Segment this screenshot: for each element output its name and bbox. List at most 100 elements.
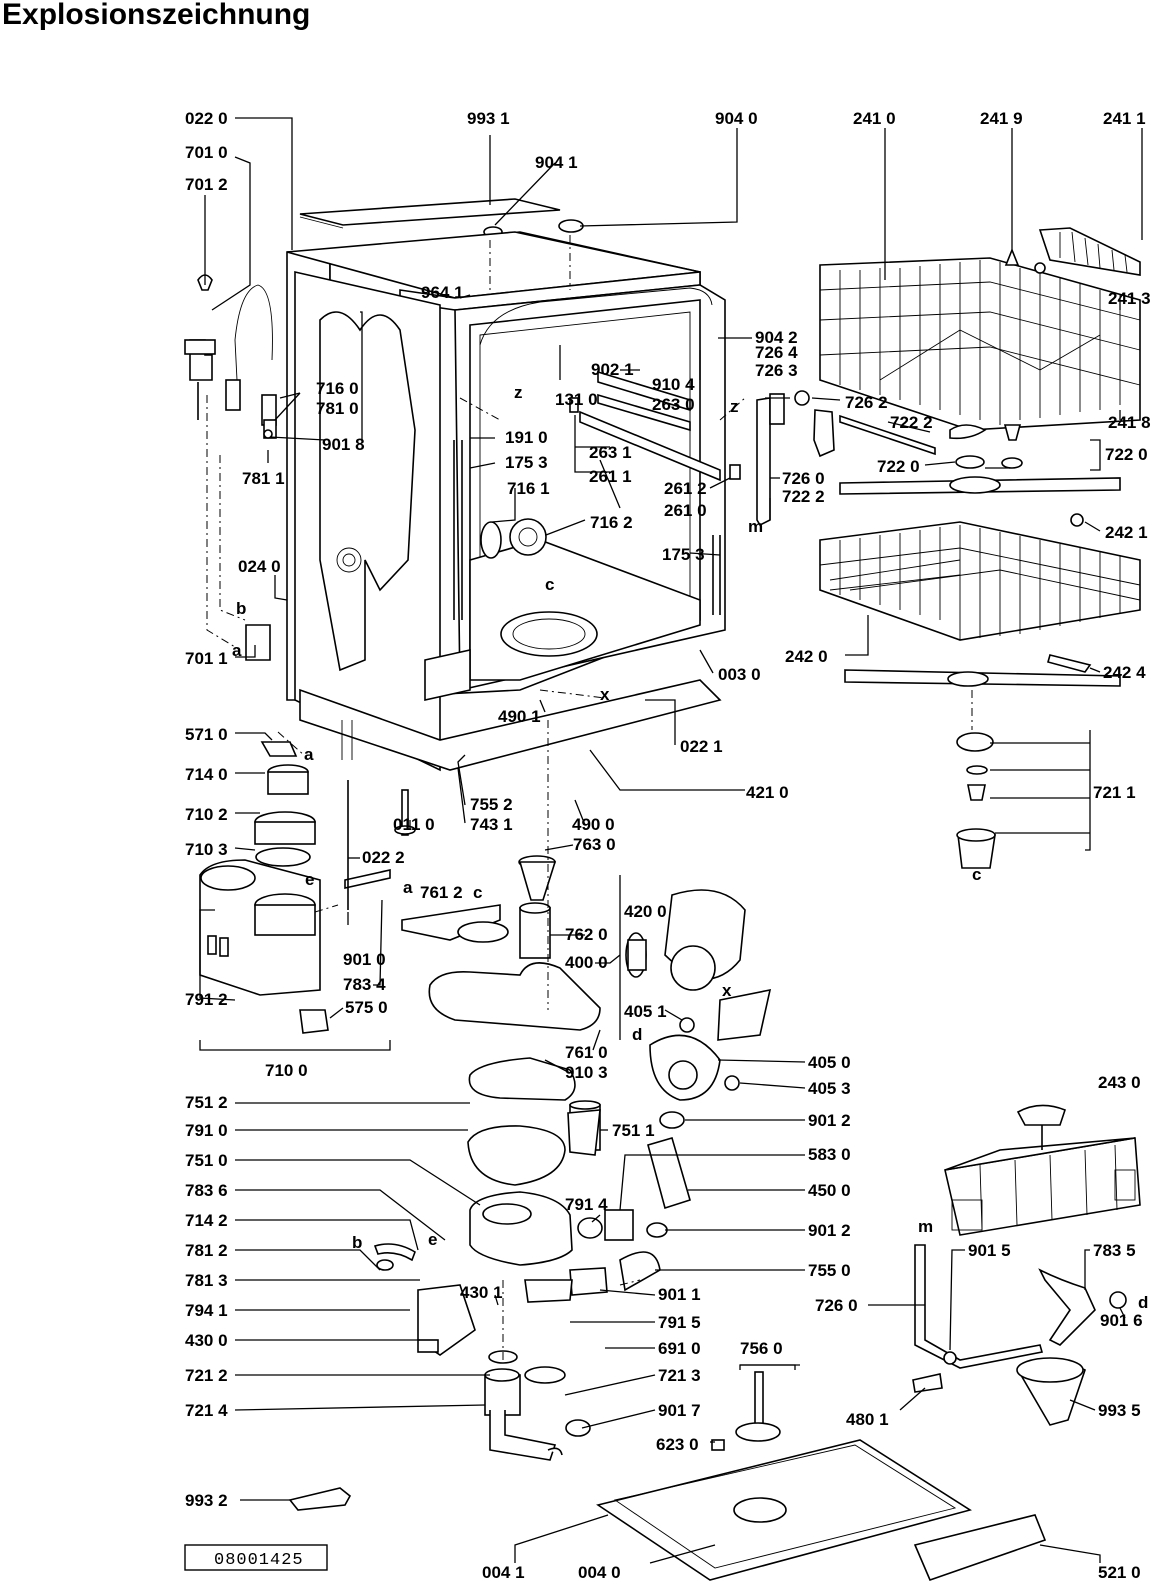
page-title: Explosionszeichnung [2,0,311,31]
part-label: 714 0 [185,765,228,784]
part-label: 714 2 [185,1211,228,1230]
part-label: 261 0 [664,501,707,520]
part-label: 420 0 [624,902,667,921]
drawing-number: 08001425 [214,1551,304,1570]
part-label: 003 0 [718,665,761,684]
part-label: 722 2 [890,413,933,432]
letter-e2: e [428,1230,437,1249]
part-label: 791 4 [565,1195,608,1214]
part-label: 751 2 [185,1093,228,1112]
letter-x2: x [722,981,732,1000]
assembly-dash-lines [206,235,973,1360]
part-label: 904 2 [755,328,798,347]
letter-a3: a [403,878,413,897]
part-label: 131 0 [555,390,598,409]
part-label: 263 0 [652,395,695,414]
part-label: 721 2 [185,1366,228,1385]
part-label: 242 0 [785,647,828,666]
part-label: 710 3 [185,840,228,859]
letter-a: a [232,641,242,660]
part-label: 993 5 [1098,1401,1141,1420]
part-label: 241 9 [980,109,1023,128]
letter-z: z [514,383,523,402]
part-label: 993 1 [467,109,510,128]
part-label: 726 3 [755,361,798,380]
part-label: 781 1 [242,469,285,488]
part-label: 726 2 [845,393,888,412]
part-label: 722 0 [877,457,920,476]
part-label: 783 6 [185,1181,228,1200]
parts-drawing [184,198,1141,1582]
part-label: 722 2 [782,487,825,506]
part-label: 901 2 [808,1111,851,1130]
part-label: 480 1 [846,1410,889,1429]
letter-z2: z [730,397,739,416]
part-label: 756 0 [740,1339,783,1358]
part-label: 405 0 [808,1053,851,1072]
part-label: 791 5 [658,1313,701,1332]
part-label: 901 5 [968,1241,1011,1260]
letter-x: x [600,685,610,704]
part-label: 175 3 [505,453,548,472]
part-label: 904 0 [715,109,758,128]
part-label: 691 0 [658,1339,701,1358]
part-label: 004 1 [482,1563,525,1582]
part-label: 726 0 [815,1296,858,1315]
part-label: 910 3 [565,1063,608,1082]
part-label: 241 1 [1103,109,1146,128]
part-label: 722 0 [1105,445,1148,464]
letter-e: e [305,870,314,889]
part-label: 430 0 [185,1331,228,1350]
letter-m: m [748,517,763,536]
part-label: 781 0 [316,399,359,418]
part-label: 901 7 [658,1401,701,1420]
part-label: 716 1 [507,479,550,498]
letter-b2: b [352,1233,362,1252]
part-label: 571 0 [185,725,228,744]
part-label: 721 4 [185,1401,228,1420]
lower-basket-shape [819,521,1141,641]
part-label: 910 4 [652,375,695,394]
part-label: 781 2 [185,1241,228,1260]
part-label: 575 0 [345,998,388,1017]
part-label: 781 3 [185,1271,228,1290]
part-label: 791 2 [185,990,228,1009]
cutlery-basket-shape [944,1104,1141,1236]
part-label: 716 2 [590,513,633,532]
part-label: 175 3 [662,545,705,564]
part-label: 421 0 [746,783,789,802]
part-label: 993 2 [185,1491,228,1510]
part-label: 710 0 [265,1061,308,1080]
part-label: 004 0 [578,1563,621,1582]
part-label: 405 1 [624,1002,667,1021]
part-label: 721 3 [658,1366,701,1385]
part-label: 022 0 [185,109,228,128]
top-plate-shape [299,198,561,226]
part-label: 011 0 [393,815,435,834]
part-label: 721 1 [1093,783,1136,802]
part-label: 964 1 [421,283,464,302]
part-label: 701 1 [185,649,228,668]
part-label: 022 2 [362,848,405,867]
part-label: 901 1 [658,1285,701,1304]
letter-b: b [236,599,246,618]
part-label: 755 0 [808,1261,851,1280]
part-label: 762 0 [565,925,608,944]
letter-c2: c [545,575,554,594]
part-label: 791 0 [185,1121,228,1140]
part-label: 521 0 [1098,1563,1141,1582]
part-labels: 022 0 701 0 701 2 993 1 904 1 904 0 241 … [185,109,1151,1582]
drawing-number-box: 08001425 [184,1544,328,1571]
part-label: 583 0 [808,1145,851,1164]
part-label: 755 2 [470,795,513,814]
part-label: 904 1 [535,153,578,172]
part-label: 191 0 [505,428,548,447]
part-label: 901 0 [343,950,386,969]
part-label: 243 0 [1098,1073,1141,1092]
part-label: 261 2 [664,479,707,498]
part-label: 623 0 [656,1435,699,1454]
part-label: 751 0 [185,1151,228,1170]
leader-lines [199,117,1143,1564]
part-label: 242 1 [1105,523,1148,542]
